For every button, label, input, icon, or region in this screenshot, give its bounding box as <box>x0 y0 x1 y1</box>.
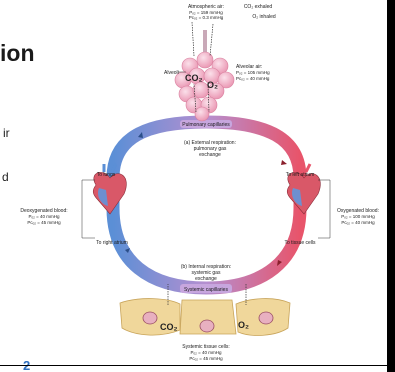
alveoli-cluster <box>175 30 234 121</box>
slide-bottom-border <box>0 365 388 366</box>
co2-exhaled-label: CO₂ exhaled <box>244 4 273 10</box>
deoxygenated-po2: Pₒ₂ = 40 mmHg <box>28 214 60 219</box>
alveolar-po2: Pₒ₂ = 105 mmHg <box>236 70 270 75</box>
to-left-atrium-label: To left atrium <box>286 172 315 178</box>
oxygenated-pco2: Pᴄₒ₂ = 40 mmHg <box>341 220 375 225</box>
internal-respiration-line-3: exchange <box>195 276 217 282</box>
alveolar-pco2: Pᴄₒ₂ = 40 mmHg <box>236 76 270 81</box>
systemic-capillaries-label: Systemic capillaries <box>184 287 228 293</box>
alveoli-o2-label: O₂ <box>207 80 218 90</box>
to-tissue-cells-label: To tissue cells <box>284 240 316 246</box>
external-respiration-line-3: exchange <box>199 152 221 158</box>
alveoli-label: Alveoli <box>164 70 179 76</box>
alveoli-co2-label: CO₂ <box>185 73 203 83</box>
slide-right-border <box>387 0 395 372</box>
o2-inhaled-label: O₂ inhaled <box>252 14 276 20</box>
flow-arrow-icon <box>281 160 287 165</box>
tissue-co2-label: CO₂ <box>160 322 178 332</box>
systemic-po2: Pₒ₂ = 40 mmHg <box>190 350 222 355</box>
pulmonary-capillaries-label: Pulmonary capillaries <box>182 122 230 128</box>
systemic-pco2: Pᴄₒ₂ = 45 mmHg <box>189 356 223 361</box>
oxygenated-po2: Pₒ₂ = 100 mmHg <box>341 214 375 219</box>
tissue-o2-label: O₂ <box>238 320 249 330</box>
to-right-atrium-label: To right atrium <box>96 240 128 246</box>
deoxygenated-pco2: Pᴄₒ₂ = 45 mmHg <box>27 220 61 225</box>
to-lungs-label: To lungs <box>97 172 116 178</box>
atmospheric-pco2: Pᴄₒ₂ = 0.3 mmHg <box>189 15 224 20</box>
tissue-cells <box>120 299 290 336</box>
